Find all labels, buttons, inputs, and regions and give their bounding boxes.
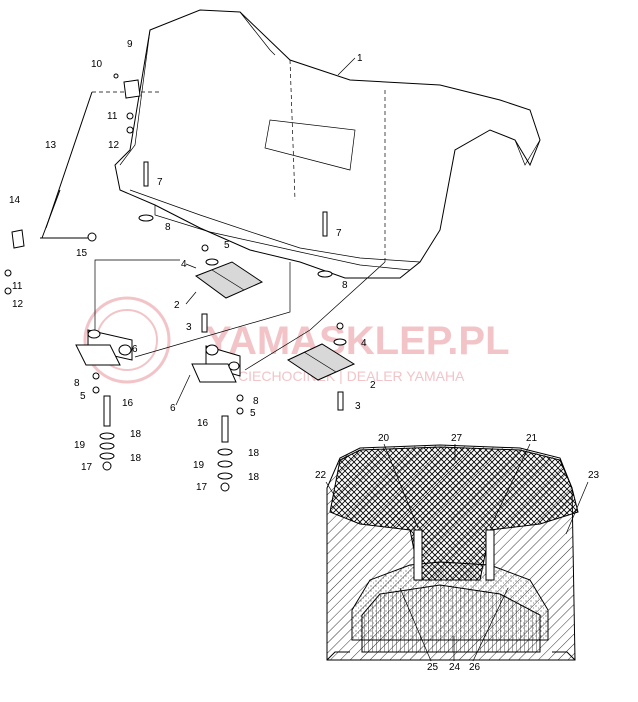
callout-1: 1 [357,53,363,64]
callout-25: 25 [427,662,439,673]
callout-19: 19 [193,460,205,471]
callout-11: 11 [12,281,23,292]
callout-5: 5 [224,240,230,251]
callout-21: 21 [526,433,538,444]
callout-4: 4 [181,259,187,270]
callout-5: 5 [80,391,86,402]
callout-15: 15 [76,248,88,259]
callout-2: 2 [370,380,376,391]
gas-strut-part-13 [41,91,160,239]
callout-22: 22 [315,470,327,481]
callout-27: 27 [451,433,463,444]
callout-16: 16 [122,398,134,409]
hinge-plate-part-2-lower [286,211,356,411]
callout-18: 18 [130,453,142,464]
callout-2: 2 [174,300,180,311]
callout-19: 19 [74,440,86,451]
callout-7: 7 [336,228,342,239]
cross-section-detail [326,444,579,661]
bracket-part-9 [113,73,141,134]
callout-3: 3 [186,322,192,333]
hinge-bracket-left-part-6 [75,329,133,471]
callout-23: 23 [588,470,600,481]
callout-13: 13 [45,140,57,151]
callout-9: 9 [127,39,133,50]
callout-16: 16 [197,418,209,429]
seat-cover-fabric-section [329,446,579,581]
watermark-logo-icon [83,296,171,384]
bracket-part-14 [4,229,97,295]
hinge-bracket-center-part-6 [191,344,244,492]
seat-base-section [361,584,541,653]
callout-20: 20 [378,433,390,444]
callout-labels: 1 2 2 3 3 4 4 5 5 5 6 6 7 7 8 8 8 8 9 10… [9,39,600,673]
callout-18: 18 [248,472,260,483]
callout-17: 17 [196,482,208,493]
callout-6: 6 [132,344,138,355]
callout-14: 14 [9,195,21,206]
callout-18: 18 [130,429,142,440]
watermark-main-text: YAMASKLEP.PL [205,319,510,363]
callout-26: 26 [469,662,481,673]
callout-8: 8 [74,378,80,389]
watermark: YAMASKLEP.PL CIECHOCINEK | DEALER YAMAHA [83,296,510,384]
leader-lines [94,259,386,406]
callout-11: 11 [107,111,118,122]
callout-12: 12 [108,140,120,151]
callout-24: 24 [449,662,461,673]
callout-4: 4 [361,338,367,349]
callout-6: 6 [170,403,176,414]
callout-10: 10 [91,59,103,70]
callout-8: 8 [165,222,171,233]
callout-17: 17 [81,462,93,473]
seat-cover-part-1 [114,9,541,279]
hinge-plate-part-2-upper [138,161,264,333]
callout-7: 7 [157,177,163,188]
callout-18: 18 [248,448,260,459]
callout-5: 5 [250,408,256,419]
callout-12: 12 [12,299,24,310]
callout-8: 8 [253,396,259,407]
watermark-sub-text: CIECHOCINEK | DEALER YAMAHA [238,368,465,384]
callout-8: 8 [342,280,348,291]
callout-3: 3 [355,401,361,412]
